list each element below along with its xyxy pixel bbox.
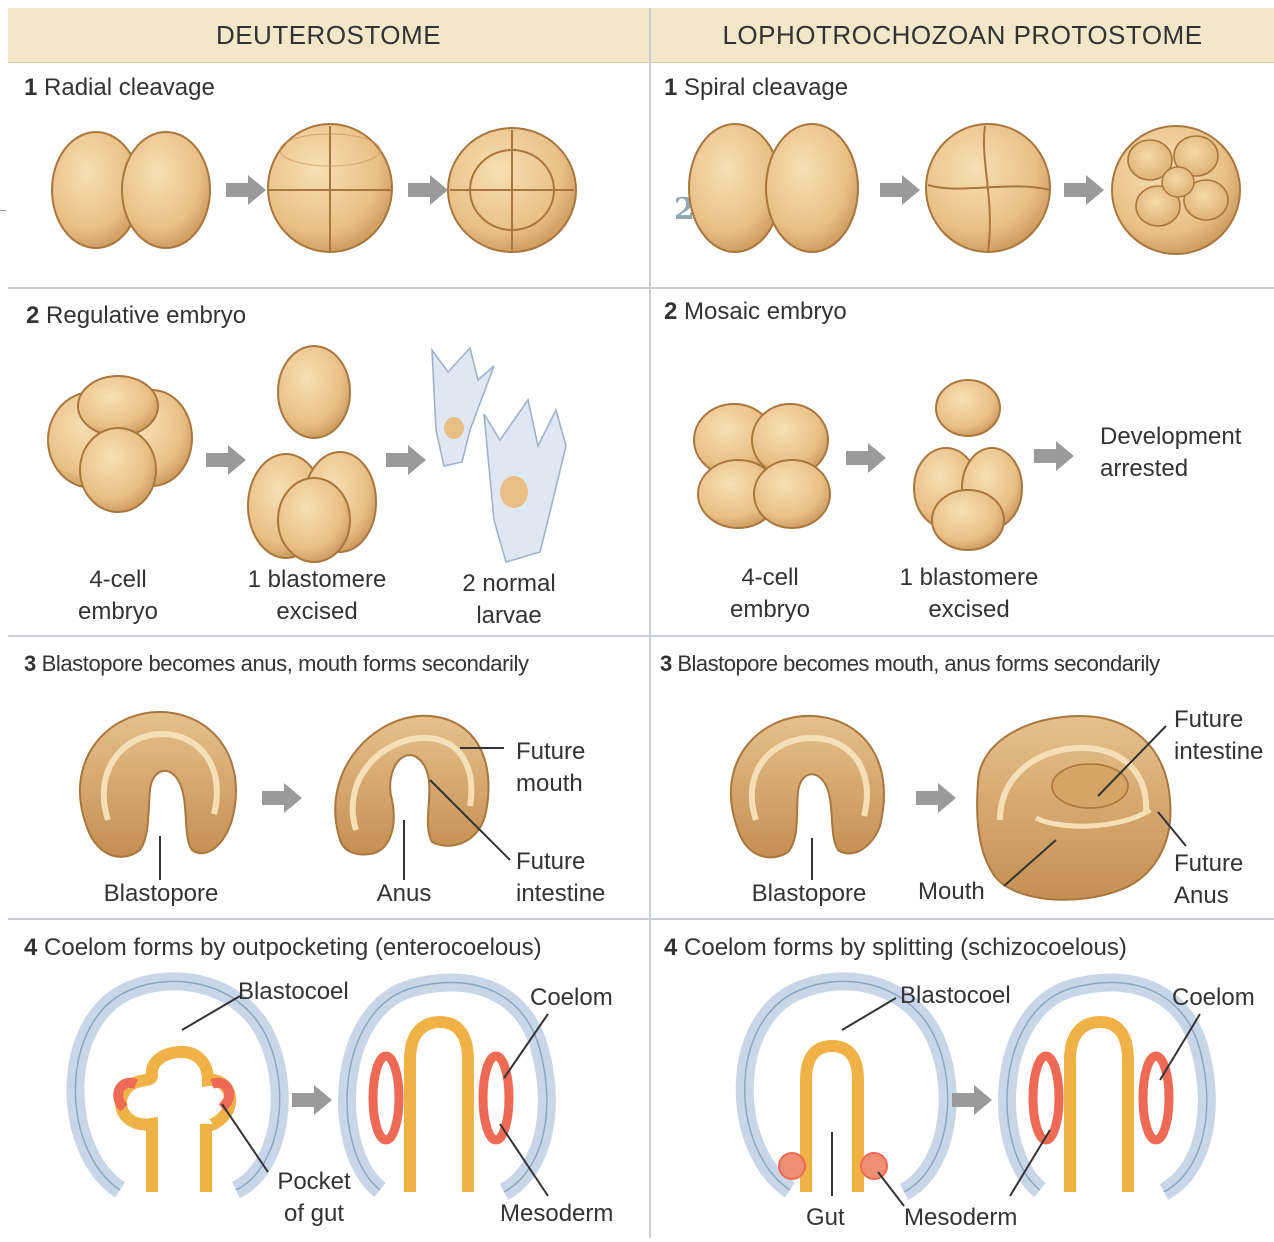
label-anus: Anus bbox=[364, 878, 444, 910]
label-blastomere-excised: 1 blastomere excised bbox=[880, 562, 1058, 626]
label-blastocoel: Blastocoel bbox=[900, 980, 1011, 1012]
arrow-icon bbox=[262, 783, 302, 813]
label-normal-larvae: 2 normal larvae bbox=[446, 568, 572, 632]
schizocoely-embryo-1 bbox=[745, 981, 948, 1192]
label-gut: Gut bbox=[806, 1202, 845, 1234]
radial-cleavage-8cell bbox=[448, 128, 576, 252]
gastrula-deuterostome bbox=[80, 712, 236, 857]
label-future-anus: Future Anus bbox=[1174, 848, 1243, 912]
label-blastocoel: Blastocoel bbox=[238, 976, 349, 1008]
enterocoely-embryo-2 bbox=[347, 982, 547, 1192]
label-development-arrested: Development arrested bbox=[1100, 421, 1241, 485]
normal-larva-small bbox=[432, 348, 494, 466]
label-4cell-embryo: 4-cell embryo bbox=[712, 562, 828, 626]
radial-cleavage-2cell bbox=[52, 132, 210, 248]
radial-cleavage-4cell bbox=[268, 124, 392, 252]
arrow-icon bbox=[292, 1085, 332, 1115]
arrow-icon bbox=[952, 1085, 992, 1115]
arrow-icon bbox=[1064, 175, 1104, 205]
label-blastopore: Blastopore bbox=[734, 878, 884, 910]
arrow-icon bbox=[408, 175, 448, 205]
mosaic-4cell-embryo bbox=[694, 404, 830, 528]
gastrula-future-mouth bbox=[335, 716, 488, 855]
label-coelom: Coelom bbox=[1172, 982, 1255, 1014]
label-future-intestine: Future intestine bbox=[1174, 704, 1270, 768]
label-blastopore: Blastopore bbox=[86, 878, 236, 910]
arrow-icon bbox=[226, 175, 266, 205]
label-future-intestine: Future intestine bbox=[516, 846, 605, 910]
label-pocket-of-gut: Pocket of gut bbox=[264, 1166, 364, 1230]
arrow-icon bbox=[386, 445, 426, 475]
label-future-mouth: Future mouth bbox=[516, 736, 585, 800]
spiral-cleavage-8cell bbox=[1112, 126, 1240, 254]
regulative-4cell-embryo bbox=[48, 376, 192, 512]
arrow-icon bbox=[846, 443, 886, 473]
regulative-excised-blastomere bbox=[248, 346, 376, 562]
spiral-cleavage-2cell bbox=[689, 124, 858, 252]
enterocoely-embryo-1 bbox=[75, 981, 279, 1192]
arrow-icon bbox=[1034, 441, 1074, 471]
arrow-icon bbox=[206, 445, 246, 475]
label-4cell-embryo: 4-cell embryo bbox=[60, 564, 176, 628]
label-blastomere-excised: 1 blastomere excised bbox=[228, 564, 406, 628]
arrow-icon bbox=[916, 783, 956, 813]
arrow-icon bbox=[880, 175, 920, 205]
gastrula-future-anus bbox=[977, 716, 1170, 900]
normal-larva-large bbox=[484, 400, 566, 562]
label-mesoderm: Mesoderm bbox=[500, 1198, 613, 1230]
label-mesoderm: Mesoderm bbox=[904, 1202, 1017, 1234]
mosaic-excised-blastomere bbox=[914, 380, 1022, 550]
gastrula-protostome bbox=[731, 716, 884, 858]
label-mouth: Mouth bbox=[918, 876, 985, 908]
label-coelom: Coelom bbox=[530, 982, 613, 1014]
spiral-cleavage-4cell bbox=[926, 124, 1050, 252]
